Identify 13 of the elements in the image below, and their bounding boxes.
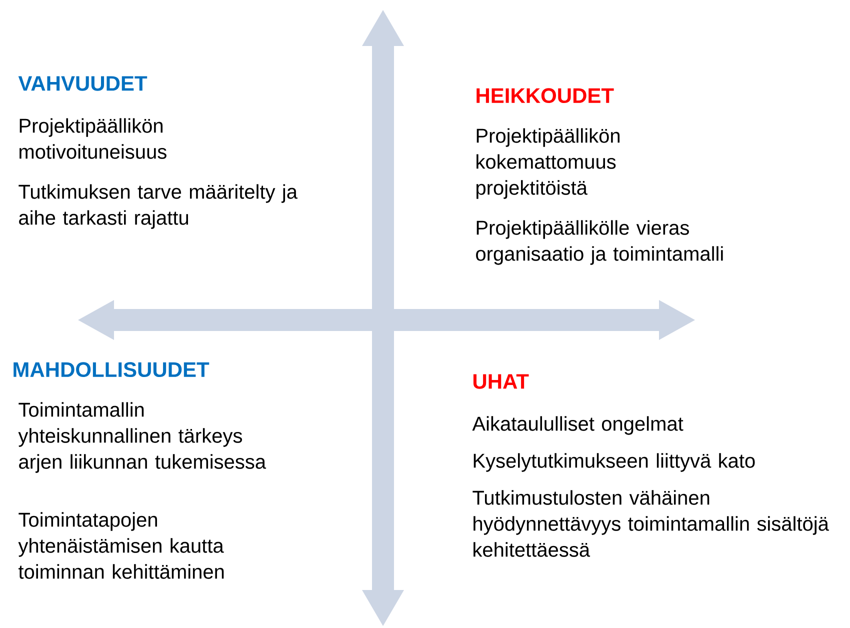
list-item: Tutkimustulosten vähäinen hyödynnettävyys toimintamallin sisältöjä kehitettäessä bbox=[472, 490, 829, 557]
heading: UHAT bbox=[473, 374, 529, 389]
list-item: Projektipäällikön motivoituneisuus bbox=[20, 118, 166, 159]
heading: HEIKKOUDET bbox=[476, 88, 614, 104]
list-item: Projektipäällikölle vieras organisaatio ja toimintamalli bbox=[476, 220, 723, 265]
list-item: Projektipäällikön kokemattomuus projektitöistä bbox=[476, 128, 620, 199]
heading: VAHVUUDET bbox=[18, 76, 148, 91]
list-item: Aikataululliset ongelmat bbox=[472, 416, 684, 435]
list-item: Kyselytutkimukseen liittyvä kato bbox=[474, 453, 755, 472]
list-item: Toimintatapojen yhtenäistämisen kautta toiminnan kehittäminen bbox=[18, 512, 224, 579]
heading: MAHDOLLISUUDET bbox=[14, 362, 210, 378]
list-item: Toimintamallin yhteiskunnallinen tärkeys arjen liikunnan tukemisessa bbox=[18, 402, 266, 473]
list-item: Tutkimuksen tarve määritelty ja aihe tarkasti rajattu bbox=[18, 184, 298, 229]
